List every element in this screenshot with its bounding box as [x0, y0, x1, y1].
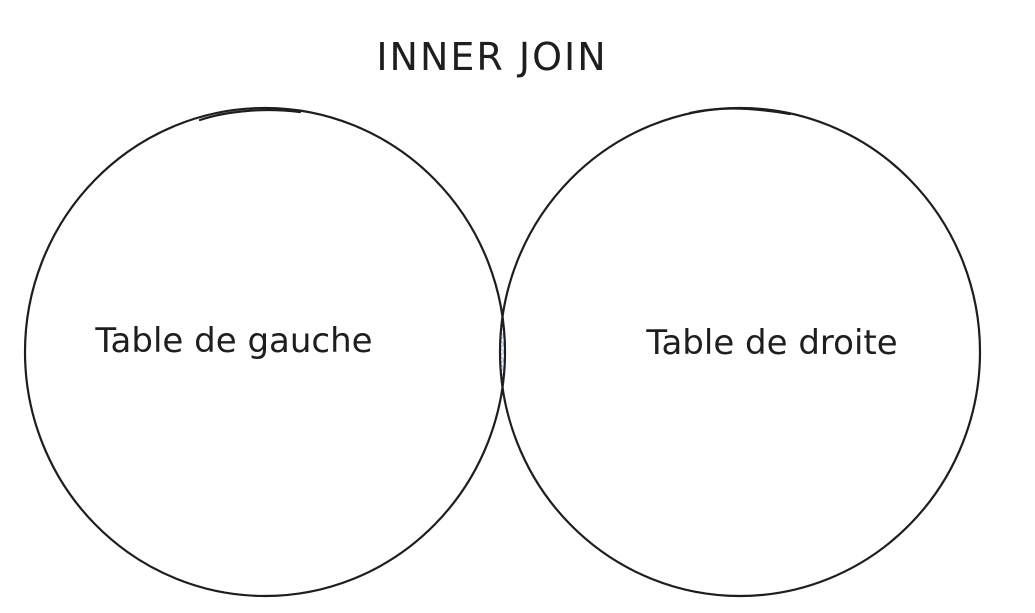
- left-set-label: Table de gauche: [94, 321, 372, 361]
- right-set-label: Table de droite: [645, 323, 897, 363]
- diagram-title: INNER JOIN: [376, 35, 607, 79]
- right-set-circle: [498, 106, 982, 598]
- left-set-circle: [23, 106, 507, 598]
